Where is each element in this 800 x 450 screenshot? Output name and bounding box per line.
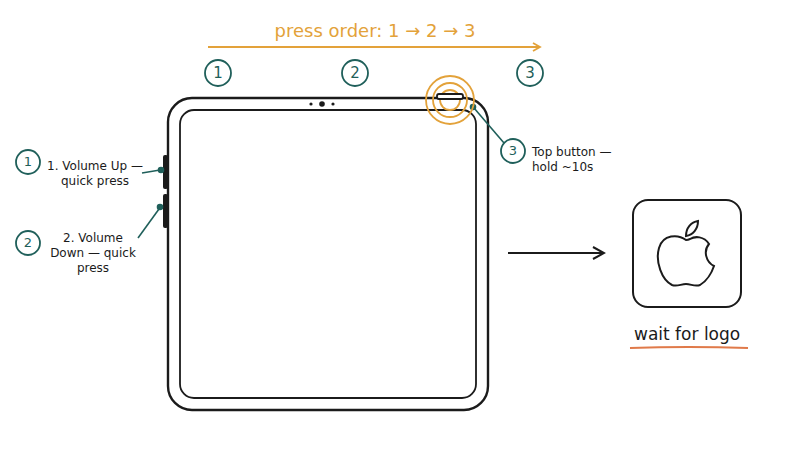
apple-logo [658, 221, 714, 286]
callout-number: 1 [17, 154, 39, 170]
callout-number: 3 [502, 143, 524, 159]
caption-text: wait for logo [634, 324, 740, 345]
callout-number: 2 [343, 64, 367, 83]
top-button [437, 94, 463, 99]
callout-number: 2 [17, 235, 39, 251]
volume-up-button [163, 155, 168, 189]
callout-number: 1 [206, 64, 230, 83]
annotation: Top button — hold ~10s [532, 145, 618, 175]
annotation: 2. Volume Down — quick press [45, 231, 141, 276]
callout-circles [16, 60, 543, 255]
flow-arrow [508, 252, 604, 254]
camera [309, 101, 334, 107]
annotation: press order: 1 → 2 → 3 [215, 20, 535, 43]
volume-down-button [163, 194, 168, 228]
ipad-screen [180, 110, 476, 398]
callout-number: 3 [518, 64, 542, 83]
annotation: 1. Volume Up — quick press [46, 159, 144, 189]
order-arrow [208, 46, 540, 48]
underline [630, 347, 748, 348]
logo-box: wait for logo [632, 199, 742, 308]
ipad-outline [168, 98, 488, 410]
press-rings [426, 76, 474, 124]
